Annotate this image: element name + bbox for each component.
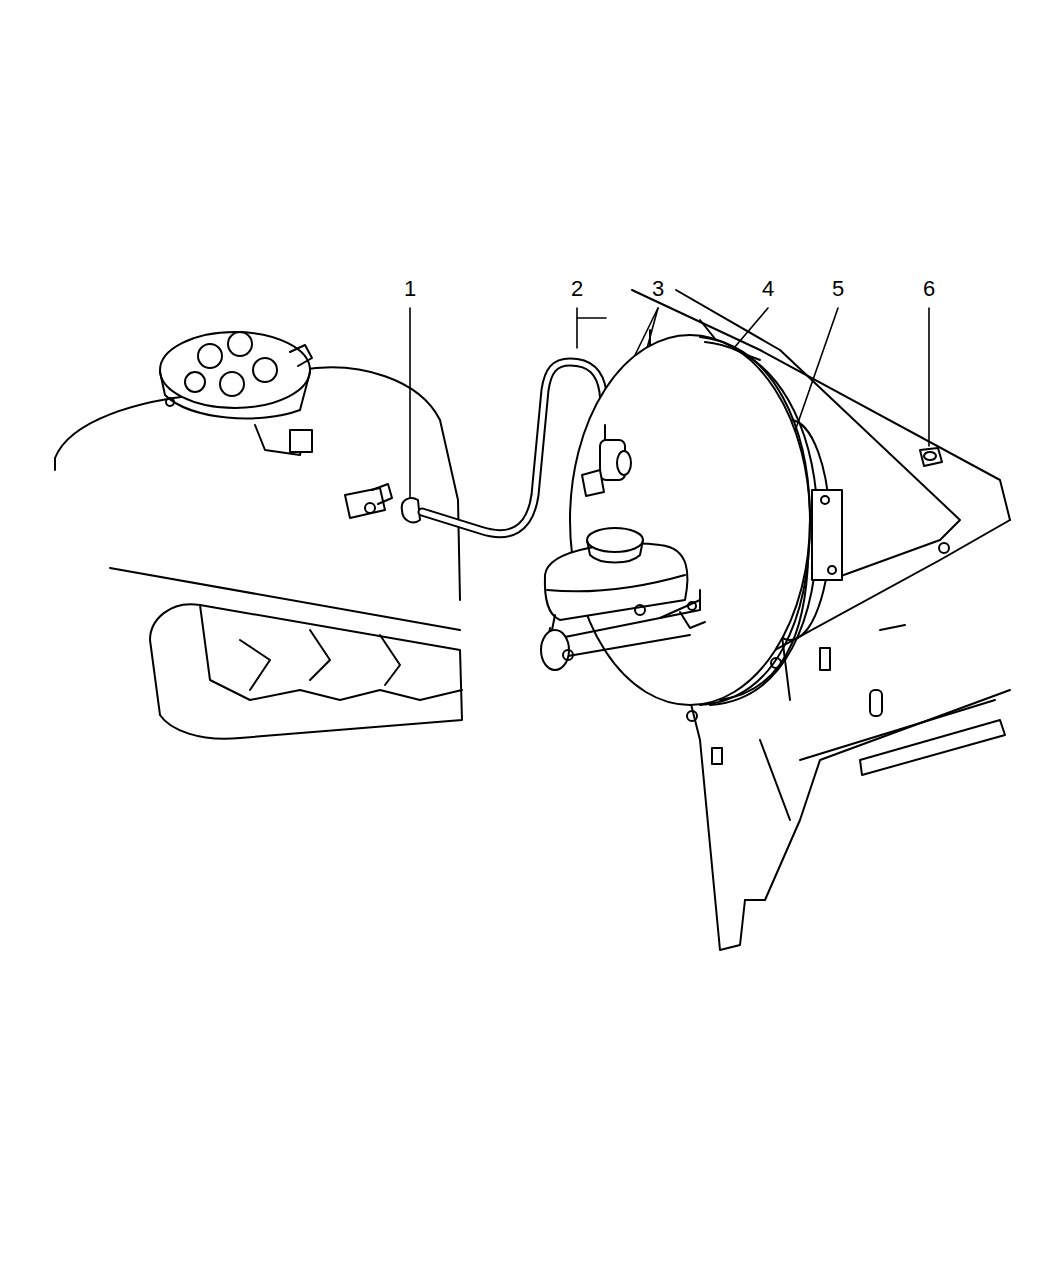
- nut: [920, 448, 942, 466]
- callout-number: 4: [762, 278, 774, 300]
- callout-number: 6: [923, 278, 935, 300]
- callout-number: 2: [571, 278, 583, 300]
- callout-number: 5: [832, 278, 844, 300]
- master-cylinder: [541, 528, 705, 670]
- engine: [55, 332, 462, 739]
- callout-number: 1: [404, 278, 416, 300]
- callout-number: 3: [652, 278, 664, 300]
